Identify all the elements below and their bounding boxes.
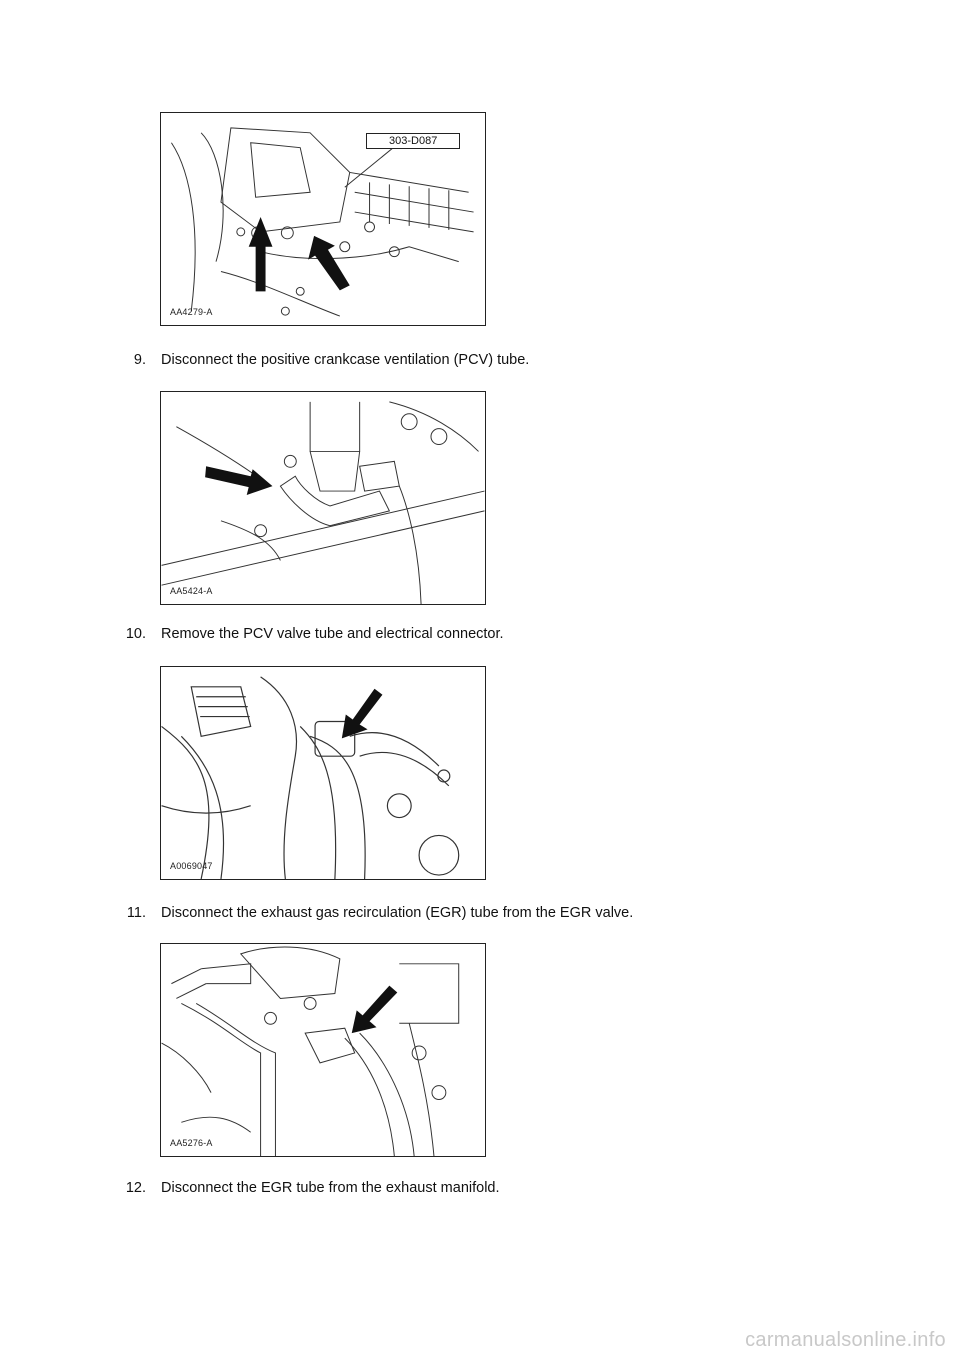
step-text: Remove the PCV valve tube and electrical… — [161, 626, 504, 642]
step-text: Disconnect the positive crankcase ventil… — [161, 352, 530, 368]
step-text: Disconnect the EGR tube from the exhaust… — [161, 1180, 500, 1196]
watermark: carmanualsonline.info — [745, 1329, 946, 1351]
figure-a0069047: A0069047 — [160, 666, 486, 880]
figure-id: AA5424-A — [170, 586, 213, 596]
figure-id: A0069047 — [170, 861, 213, 871]
egr-valve-illustration — [161, 946, 460, 1156]
figure-aa4279-a: 303-D087 AA4279-A — [160, 112, 486, 326]
figure-aa5424-a: AA5424-A — [160, 391, 486, 605]
tool-callout-label: 303-D087 — [366, 133, 461, 149]
engine-illustration — [171, 127, 474, 317]
pcv-connector-illustration — [161, 676, 460, 879]
figure-id: AA5276-A — [170, 1138, 213, 1148]
figure-id: AA4279-A — [170, 307, 213, 317]
step-number: 9. — [133, 352, 146, 368]
step-number: 12. — [125, 1180, 146, 1196]
step-text: Disconnect the exhaust gas recirculation… — [161, 905, 634, 921]
pcv-tube-illustration — [161, 401, 485, 604]
step-number: 10. — [125, 626, 146, 642]
step-number: 11. — [126, 905, 146, 921]
figure-aa5276-a: AA5276-A — [160, 943, 486, 1157]
